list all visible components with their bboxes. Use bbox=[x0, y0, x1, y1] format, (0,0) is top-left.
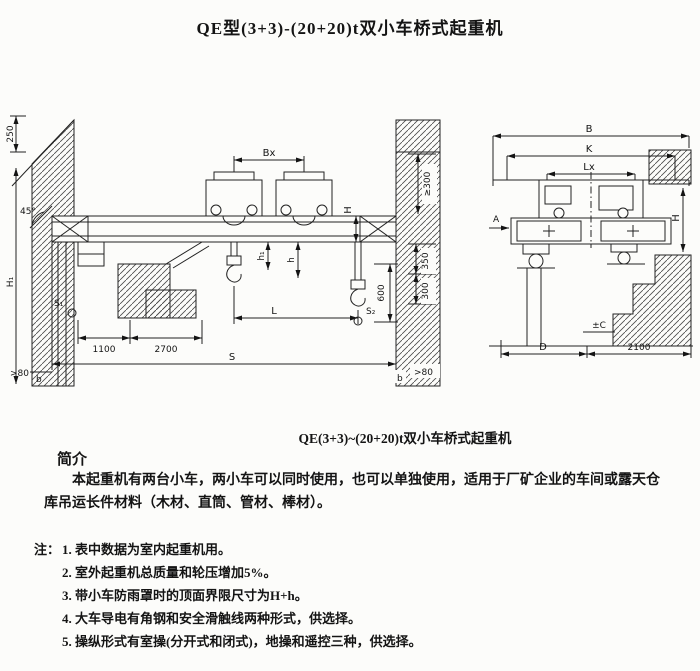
page-title: QE型(3+3)-(20+20)t双小车桥式起重机 bbox=[196, 19, 504, 38]
label-backing bbox=[410, 364, 440, 378]
dim-350-label: 350 bbox=[421, 252, 431, 269]
dim-h1-label: h₁ bbox=[257, 251, 267, 261]
note-item: 4. 大车导电有角钢和安全滑触线两种形式，供选择。 bbox=[62, 611, 362, 626]
building-column bbox=[526, 268, 542, 346]
dim-b-right-label: b bbox=[397, 374, 403, 384]
trolley-1 bbox=[205, 171, 263, 226]
dim-D-2100-lines bbox=[500, 340, 692, 358]
note-item: 5. 操纵形式有室操(分开式和闭式)，地操和遥控三种，供选择。 bbox=[62, 634, 422, 649]
dim-A-label: A bbox=[493, 215, 500, 225]
dim-S1-label: S₁ bbox=[54, 299, 64, 309]
dim-S-label: S bbox=[229, 352, 235, 363]
label-backing bbox=[421, 248, 436, 274]
dim-B-label: B bbox=[586, 124, 593, 135]
dim-2100-label: 2100 bbox=[628, 343, 651, 353]
left-wall-hatched bbox=[11, 118, 75, 387]
girder-section bbox=[510, 217, 672, 245]
dim-K-label: K bbox=[586, 144, 593, 155]
dim-D-label: D bbox=[539, 342, 547, 353]
foundation-hatched bbox=[612, 254, 692, 347]
hook-2 bbox=[350, 242, 366, 307]
dim-300-label: 300 bbox=[421, 282, 431, 299]
dim-pmC-label: ±C bbox=[592, 321, 606, 331]
figure-caption: QE(3+3)~(20+20)t双小车桥式起重机 bbox=[298, 431, 512, 446]
dim-250-label: 250 bbox=[6, 125, 16, 142]
dim-gt80-right-label: >80 bbox=[414, 368, 433, 378]
limit-switch-symbol bbox=[67, 308, 77, 318]
notes-section: 注： 1. 表中数据为室内起重机用。 2. 室外起重机总质量和轮压增加5%。 3… bbox=[34, 538, 664, 653]
dim-H1-label: H₁ bbox=[6, 276, 16, 287]
dim-250-lines bbox=[10, 115, 26, 153]
intro-heading: 简介 bbox=[57, 452, 88, 468]
note-item: 3. 带小车防雨罩时的顶面界限尺寸为H+h。 bbox=[62, 588, 308, 603]
dim-B-lines bbox=[492, 133, 690, 180]
dim-1100-label: 1100 bbox=[93, 345, 116, 355]
notes-label: 注： bbox=[34, 542, 61, 557]
dim-H-label: H bbox=[671, 214, 682, 222]
trolley-2 bbox=[275, 171, 333, 226]
roof-corner-hatched bbox=[648, 149, 692, 185]
angle-45-mark bbox=[29, 205, 53, 229]
dim-ge300-lines bbox=[408, 153, 436, 214]
dim-600-lines bbox=[374, 263, 398, 323]
dim-600-label: 600 bbox=[377, 284, 387, 301]
dim-K-lines bbox=[506, 153, 676, 180]
dim-S2-label: S₂ bbox=[366, 307, 376, 317]
end-carriage-wheels bbox=[517, 243, 645, 269]
intro-body: 本起重机有两台小车，两小车可以同时使用，也可以单独使用，适用于厂矿企业的车间或露… bbox=[44, 473, 660, 511]
label-backing bbox=[394, 370, 406, 383]
dim-h-label: h bbox=[287, 257, 297, 263]
stair-platform bbox=[117, 241, 210, 319]
dim-b-left-label: b bbox=[36, 375, 42, 385]
dim-gt80-left-label: >80 bbox=[10, 369, 29, 379]
dim-Bx-lines bbox=[233, 156, 305, 172]
dim-ge300-label: ≥300 bbox=[423, 171, 433, 196]
walkway-platforms bbox=[492, 179, 690, 186]
dim-H-label: H bbox=[343, 206, 354, 214]
bottom-dim-lines bbox=[30, 242, 397, 373]
dim-Bx-label: Bx bbox=[263, 148, 276, 159]
label-backing bbox=[421, 278, 436, 304]
note-item: 1. 表中数据为室内起重机用。 bbox=[62, 542, 232, 557]
driver-cab bbox=[77, 241, 105, 267]
front-elevation-view: 250 45° H₁ Bx h₁ h H 600 S₁ S₂ ≥300 350 … bbox=[6, 115, 441, 387]
dim-45-label: 45° bbox=[20, 207, 36, 217]
hook-1 bbox=[226, 242, 242, 283]
dim-Lx-label: Lx bbox=[583, 162, 595, 173]
side-end-view: B K Lx A H ±C D 2100 bbox=[489, 124, 693, 358]
dim-2700-label: 2700 bbox=[155, 345, 178, 355]
limit-switch-symbol bbox=[353, 316, 363, 326]
note-item: 2. 室外起重机总质量和轮压增加5%。 bbox=[62, 565, 277, 580]
dim-L-label: L bbox=[271, 306, 277, 317]
label-backing bbox=[422, 164, 437, 204]
notes-list: 1. 表中数据为室内起重机用。 2. 室外起重机总质量和轮压增加5%。 3. 带… bbox=[62, 538, 422, 653]
